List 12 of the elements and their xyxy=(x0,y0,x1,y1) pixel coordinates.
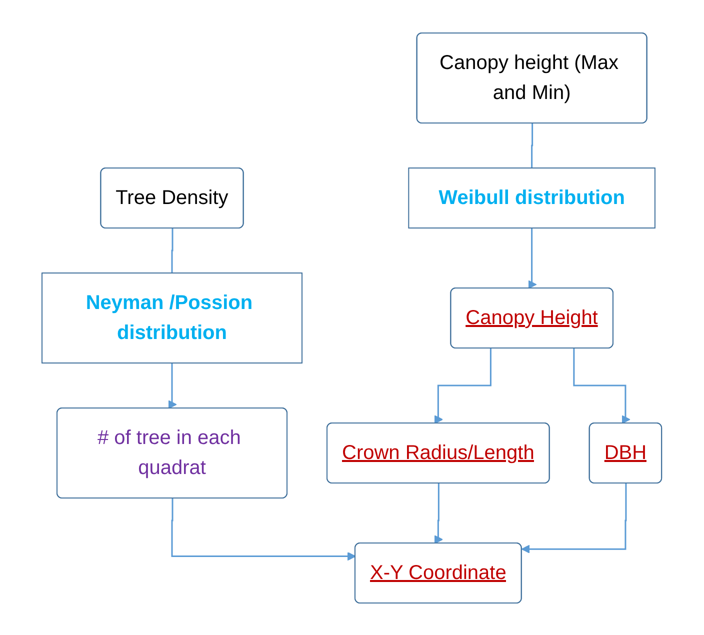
arrow xyxy=(168,362,178,408)
node-box: Weibull distribution xyxy=(408,167,656,228)
arrow xyxy=(573,348,630,424)
arrow xyxy=(434,483,444,544)
arrow xyxy=(528,228,537,288)
arrow xyxy=(171,498,356,560)
arrow xyxy=(434,348,492,424)
node-text: # of tree in each quadrat xyxy=(98,426,242,478)
arrow xyxy=(522,483,627,553)
connector xyxy=(531,123,534,168)
node-box: Neyman /Possion distribution xyxy=(42,272,303,363)
connector xyxy=(171,228,174,274)
